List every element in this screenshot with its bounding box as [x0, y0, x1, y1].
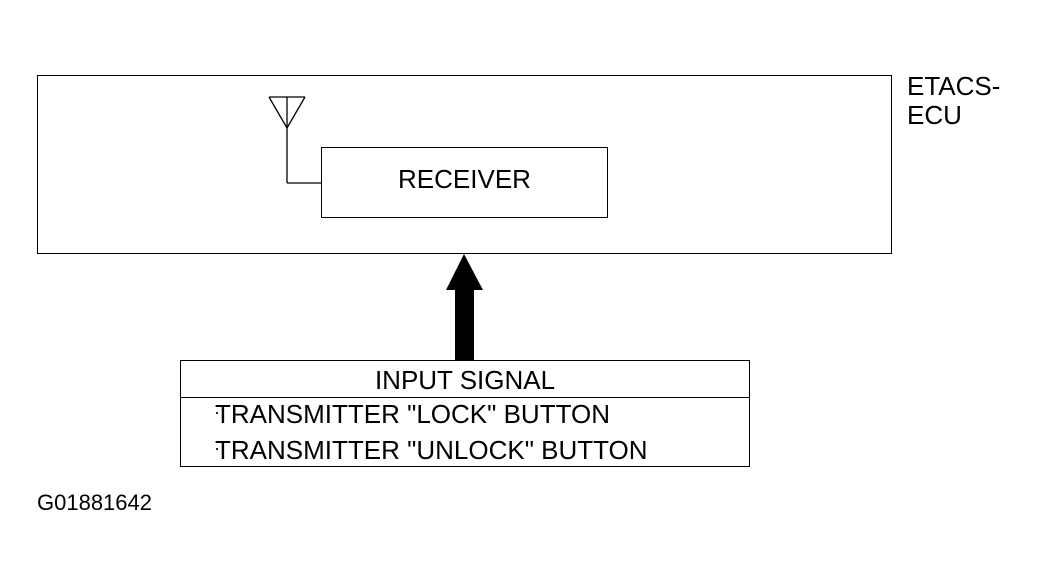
receiver-label: RECEIVER — [398, 164, 531, 194]
etacs-ecu-label-line1: ETACS- — [907, 71, 1001, 101]
bullet-icon: · — [214, 438, 220, 458]
input-signal-item-unlock: TRANSMITTER "UNLOCK" BUTTON — [215, 435, 648, 465]
etacs-ecu-label: ETACS- ECU — [907, 72, 1000, 130]
input-signal-item-lock: TRANSMITTER "LOCK" BUTTON — [215, 399, 611, 429]
etacs-ecu-label-line2: ECU — [907, 100, 962, 130]
figure-id: G01881642 — [37, 490, 152, 515]
input-signal-header: INPUT SIGNAL — [181, 361, 749, 398]
input-signal-table: INPUT SIGNAL TRANSMITTER "LOCK" BUTTON T… — [180, 360, 750, 467]
antenna-icon — [268, 96, 321, 184]
input-arrow-icon — [446, 254, 483, 360]
bullet-icon: · — [214, 402, 220, 422]
receiver-box: RECEIVER — [321, 147, 608, 218]
